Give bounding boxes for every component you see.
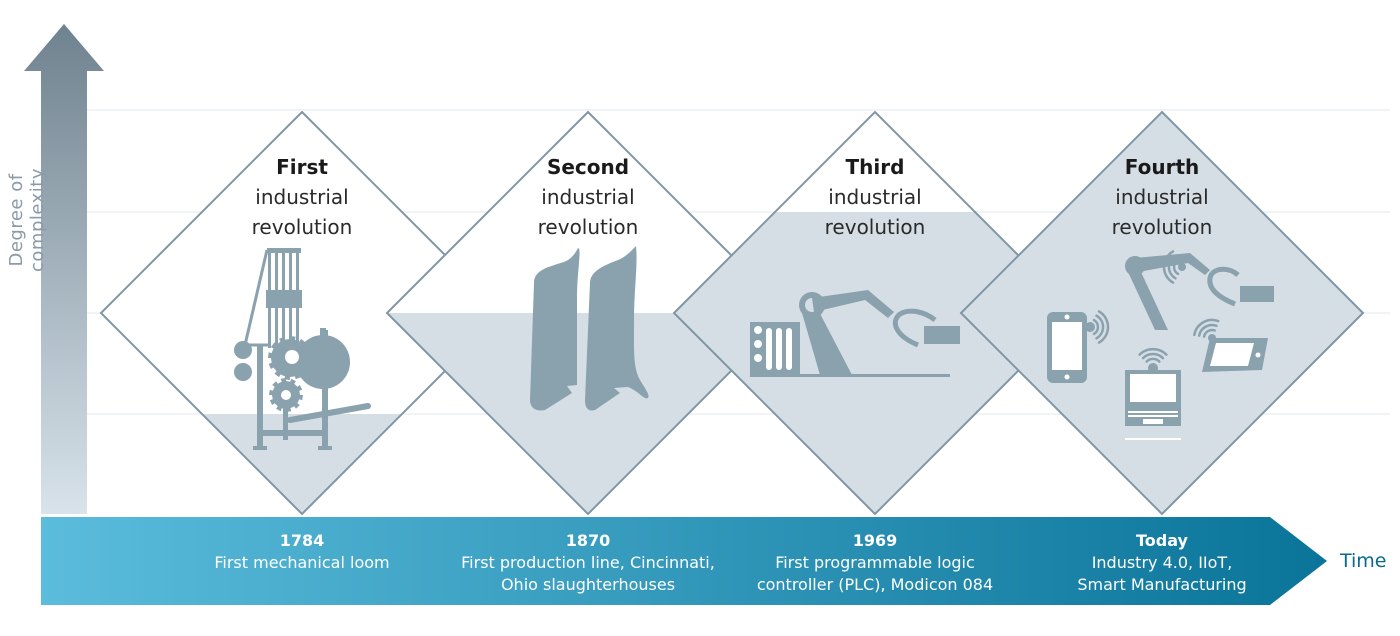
revolution-ordinal: Fourth — [1124, 155, 1200, 179]
timeline-desc-line1: First programmable logic — [775, 553, 975, 572]
wireless-signal-icon — [1197, 323, 1218, 337]
carcass-left — [530, 248, 580, 411]
wireless-signal-icon — [1167, 254, 1177, 280]
revolution-line2: industrial — [541, 185, 635, 209]
carcass-right — [585, 246, 649, 411]
meat-carcass-icon — [530, 246, 649, 411]
timeline-desc-line1: Industry 4.0, IIoT, — [1091, 553, 1233, 572]
wireless-signal-icon — [1202, 328, 1216, 338]
x-axis-title: Time — [1340, 550, 1387, 572]
revolution-line3: revolution — [1111, 215, 1213, 239]
revolution-title-first: First industrial revolution — [202, 152, 402, 242]
diamond-outline — [959, 110, 1365, 516]
revolution-ordinal: First — [276, 155, 328, 179]
wireless-signal-icon — [1097, 310, 1110, 344]
mechanical-loom-icon — [234, 248, 371, 450]
timeline-desc-line2: controller (PLC), Modicon 084 — [756, 575, 994, 594]
diamond-outline — [385, 110, 791, 516]
revolution-line3: revolution — [537, 215, 639, 239]
timeline-item-today: Today Industry 4.0, IIoT, Smart Manufact… — [1012, 530, 1312, 596]
revolution-title-fourth: Fourth industrial revolution — [1062, 152, 1262, 242]
wireless-signal-icon — [1145, 357, 1161, 363]
wireless-signal-icon — [1141, 352, 1165, 360]
revolution-ordinal: Second — [546, 155, 630, 179]
revolution-title-third: Third industrial revolution — [775, 152, 975, 242]
timeline-item-1969: 1969 First programmable logic controller… — [725, 530, 1025, 596]
timeline-year: Today — [1136, 531, 1188, 550]
timeline-year: 1969 — [852, 531, 898, 550]
revolution-title-second: Second industrial revolution — [488, 152, 688, 242]
complexity-axis-arrow — [24, 24, 104, 514]
complexity-fill — [101, 414, 503, 514]
robot-arm-plc-icon — [750, 290, 960, 377]
wireless-signal-icon — [1193, 318, 1220, 337]
connected-devices-icon — [1047, 250, 1274, 440]
timeline-item-1784: 1784 First mechanical loom — [152, 530, 452, 574]
diamond-outline — [672, 110, 1078, 516]
timeline-desc-line1: First mechanical loom — [214, 553, 390, 572]
timeline-arrow — [41, 517, 1327, 605]
revolution-line2: industrial — [255, 185, 349, 209]
wireless-signal-icon — [1162, 250, 1175, 284]
wireless-signal-icon — [1095, 314, 1105, 340]
revolution-line3: revolution — [251, 215, 353, 239]
y-axis-title: Degree of complexity — [6, 168, 48, 272]
revolution-ordinal: Third — [845, 155, 905, 179]
wireless-signal-icon — [1138, 347, 1168, 356]
timeline-desc-line2: Smart Manufacturing — [1077, 575, 1247, 594]
timeline-item-1870: 1870 First production line, Cincinnati, … — [438, 530, 738, 596]
timeline-desc-line2: Ohio slaughterhouses — [500, 575, 676, 594]
timeline-year: 1870 — [565, 531, 611, 550]
revolution-line2: industrial — [1115, 185, 1209, 209]
wireless-signal-icon — [1092, 318, 1100, 336]
revolution-line2: industrial — [828, 185, 922, 209]
timeline-desc-line1: First production line, Cincinnati, — [461, 553, 715, 572]
revolution-line3: revolution — [824, 215, 926, 239]
wireless-signal-icon — [1172, 258, 1180, 276]
diamond-outline — [99, 110, 505, 516]
timeline-year: 1784 — [279, 531, 325, 550]
